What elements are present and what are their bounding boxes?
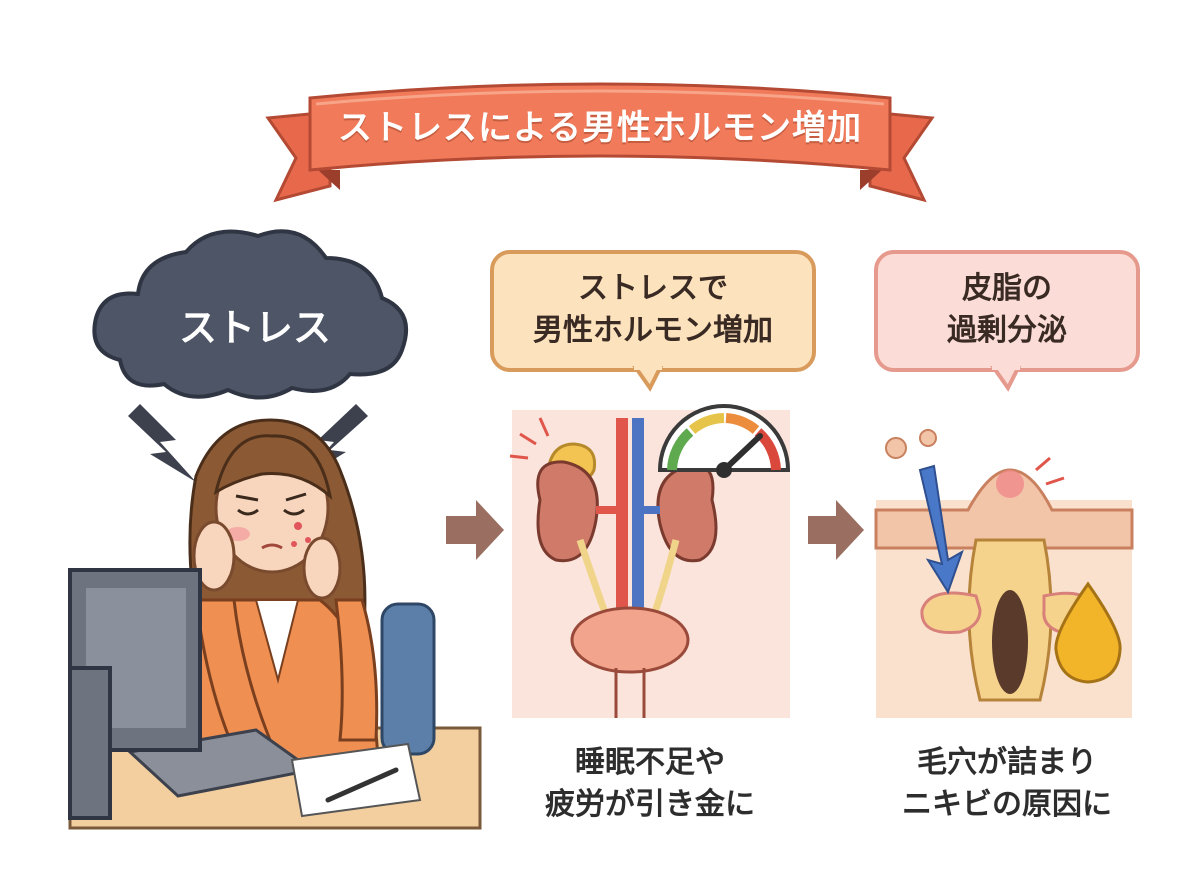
caption-right: 毛穴が詰まり ニキビの原因に	[862, 742, 1152, 826]
caption-middle: 睡眠不足や 疲労が引き金に	[500, 742, 800, 826]
stress-cloud	[92, 229, 408, 400]
banner-title: ストレスによる男性ホルモン増加	[338, 108, 862, 148]
stressed-woman-illustration	[68, 418, 482, 830]
bubble-hormone-line2: 男性ホルモン増加	[533, 313, 773, 348]
caption-middle-line2: 疲労が引き金に	[545, 787, 755, 822]
lightning-icon	[128, 404, 196, 482]
bubble-hormone	[490, 250, 816, 392]
caption-right-line1: 毛穴が詰まり	[917, 745, 1097, 780]
stress-cloud-label: ストレス	[178, 306, 331, 350]
bubble-hormone-text: ストレスで 男性ホルモン増加	[492, 268, 814, 352]
title-banner	[265, 82, 935, 203]
caption-right-line2: ニキビの原因に	[902, 787, 1112, 822]
bubble-sebum	[874, 250, 1140, 392]
arrow-right-icon	[808, 500, 864, 560]
down-arrow-icon	[918, 464, 964, 595]
gauge-icon	[657, 404, 791, 478]
adrenal-kidney-illustration	[509, 410, 790, 718]
bubble-sebum-line1: 皮脂の	[962, 271, 1052, 306]
arrow-right-icon	[446, 500, 504, 560]
bubble-sebum-text: 皮脂の 過剰分泌	[876, 268, 1138, 352]
bubble-sebum-line2: 過剰分泌	[947, 313, 1067, 348]
bubble-hormone-line1: ストレスで	[578, 271, 728, 306]
caption-middle-line1: 睡眠不足や	[575, 745, 725, 780]
oil-drop-icon	[1054, 581, 1122, 684]
